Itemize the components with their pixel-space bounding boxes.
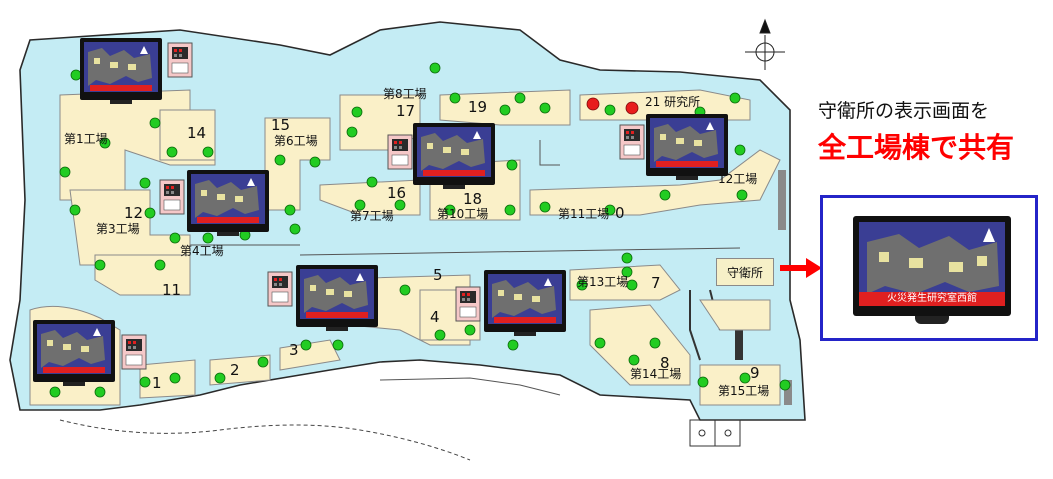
building-number: 19 xyxy=(468,98,487,116)
building-number: 2 xyxy=(230,361,240,379)
building-number: 0 xyxy=(615,204,625,222)
monitor-caption: 火災発生研究室西館 xyxy=(859,292,1005,306)
control-panel-icon xyxy=(159,179,185,215)
label-factory15: 第15工場 xyxy=(718,384,769,398)
label-factory7: 第7工場 xyxy=(350,209,394,223)
building-number: 16 xyxy=(387,184,406,202)
building-number: 14 xyxy=(187,124,206,142)
control-panel-icon xyxy=(267,271,293,307)
building-number: 17 xyxy=(396,102,415,120)
alarm-dots xyxy=(586,97,639,115)
label-lab: 21 研究所 xyxy=(645,94,700,109)
building-number: 7 xyxy=(651,274,661,292)
shared-display-frame: 火災発生研究室西館 xyxy=(820,195,1038,341)
arrow-right-icon xyxy=(780,258,822,278)
control-panel-icon xyxy=(121,334,147,370)
building-number: 12 xyxy=(124,204,143,222)
control-panel-icon xyxy=(619,124,645,160)
building-number: 18 xyxy=(463,190,482,208)
label-factory14: 第14工場 xyxy=(630,367,681,381)
label-factory12: 12工場 xyxy=(718,172,757,186)
building-number: 5 xyxy=(433,266,443,284)
caption-line1: 守衛所の表示画面を xyxy=(818,100,990,122)
label-factory13: 第13工場 xyxy=(577,275,628,289)
north-arrow-icon xyxy=(745,18,785,70)
label-factory10: 第10工場 xyxy=(437,207,488,221)
monitor-icon xyxy=(413,123,495,189)
label-factory6: 第6工場 xyxy=(274,134,318,148)
building-number: 15 xyxy=(271,116,290,134)
label-factory11: 第11工場 xyxy=(558,207,609,221)
building-number: 8 xyxy=(660,354,670,372)
building-number: 11 xyxy=(162,281,181,299)
control-panel-icon xyxy=(455,286,481,322)
caption-line2: 全工場棟で共有 xyxy=(818,131,1015,164)
monitor-icon xyxy=(484,270,566,336)
monitor-screen: 火災発生研究室西館 xyxy=(859,222,1005,306)
monitor-icon xyxy=(296,265,378,331)
monitor-icon xyxy=(80,38,162,104)
floorplan-thumbnail xyxy=(867,228,999,294)
monitor-icon xyxy=(187,170,269,236)
building-number: 1 xyxy=(152,374,162,392)
label-factory4: 第4工場 xyxy=(180,244,224,258)
building-number: 4 xyxy=(430,308,440,326)
factory-labels: 第1工場 第3工場 第4工場 第6工場 第7工場 第8工場 第10工場 第11工… xyxy=(64,87,769,398)
monitor-icon xyxy=(646,114,728,180)
building-numbers: 14 12 11 15 17 19 16 18 4 5 7 8 9 1 2 3 … xyxy=(124,98,760,392)
control-panel-icon xyxy=(387,134,413,170)
sensor-dots xyxy=(49,62,791,398)
label-factory3: 第3工場 xyxy=(96,222,140,236)
monitor-stand xyxy=(915,316,949,324)
label-factory8: 第8工場 xyxy=(383,87,427,101)
monitor-icon: 火災発生研究室西館 xyxy=(853,216,1011,316)
guardhouse-label: 守衛所 xyxy=(716,258,774,286)
building-number: 9 xyxy=(750,364,760,382)
control-panel-icon xyxy=(167,42,193,78)
building-number: 3 xyxy=(289,341,299,359)
label-factory1: 第1工場 xyxy=(64,132,108,146)
monitor-icon xyxy=(33,320,115,386)
